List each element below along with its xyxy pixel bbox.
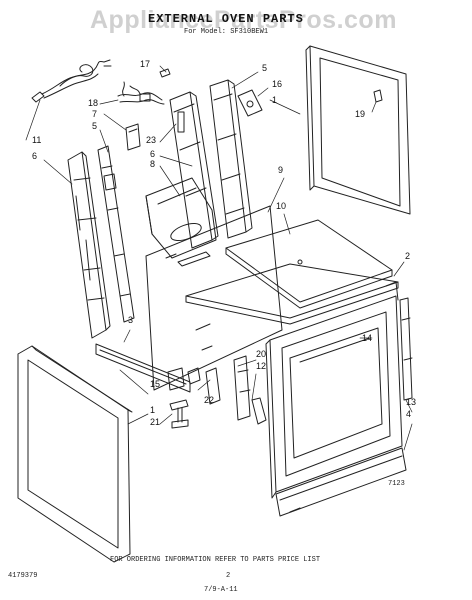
callout-7: 7 [92, 109, 98, 119]
figure-code: 7123 [388, 480, 405, 488]
callout-5: 5 [262, 63, 268, 73]
cooktop-panel [226, 220, 392, 308]
callout-6-left: 6 [32, 151, 38, 161]
left-side-panel [68, 152, 110, 338]
callout-2: 2 [405, 251, 411, 261]
power-cord [32, 60, 111, 102]
leveling-leg [170, 400, 188, 428]
callout-22: 22 [204, 395, 215, 405]
callout-20: 20 [256, 349, 267, 359]
watermark: AppliancePartsPros.com [90, 6, 397, 34]
right-side-panel [306, 46, 410, 214]
callout-16: 16 [272, 79, 283, 89]
footer-instruction: FOR ORDERING INFORMATION REFER TO PARTS … [110, 556, 321, 564]
rear-back-panel [146, 206, 282, 390]
clip-part [160, 69, 170, 77]
callout-12: 12 [256, 361, 267, 371]
callout-4: 4 [406, 409, 412, 419]
footer-left-code: 4179379 [8, 572, 38, 580]
leg-bracket [188, 368, 200, 384]
diagram-title: EXTERNAL OVEN PARTS [148, 12, 304, 26]
callout-1-lower: 1 [150, 405, 156, 415]
callout-17: 17 [140, 59, 151, 69]
footer-page-number: 2 [226, 572, 231, 580]
wiring-harness [118, 82, 164, 104]
callout-15: 15 [150, 379, 161, 389]
callout-6-mid: 6 [150, 149, 156, 159]
callout-14: 14 [362, 333, 373, 343]
rear-mid-panel [170, 92, 218, 248]
callout-5-left: 5 [92, 121, 98, 131]
callout-1-right: 1 [272, 95, 278, 105]
callout-18: 18 [88, 98, 99, 108]
oven-vent-duct [146, 178, 216, 258]
callout-3: 3 [128, 315, 134, 325]
callout-8: 8 [150, 159, 156, 169]
inner-brackets [206, 356, 266, 424]
rear-tall-panel [210, 80, 252, 238]
callout-19: 19 [355, 109, 366, 119]
bottom-rail [96, 344, 190, 392]
bracket-part-7 [126, 124, 140, 150]
callout-11: 11 [32, 135, 42, 145]
callout-21: 21 [150, 417, 161, 427]
front-frame [266, 296, 402, 498]
callout-9: 9 [278, 165, 284, 175]
callout-10: 10 [276, 201, 287, 211]
right-side-trim [400, 298, 412, 400]
left-front-trim [98, 146, 134, 322]
footer-bottom-mark: 7/9-A-11 [204, 586, 238, 594]
hinge-bracket [238, 90, 262, 116]
callout-23: 23 [146, 135, 157, 145]
callout-13: 13 [406, 397, 417, 407]
lower-side-panel [18, 346, 132, 562]
oven-floor-panel [186, 264, 398, 324]
kick-plate [276, 448, 406, 516]
leader-lines [26, 66, 412, 450]
diagram-subtitle: For Model: SF310BEW1 [184, 28, 269, 36]
